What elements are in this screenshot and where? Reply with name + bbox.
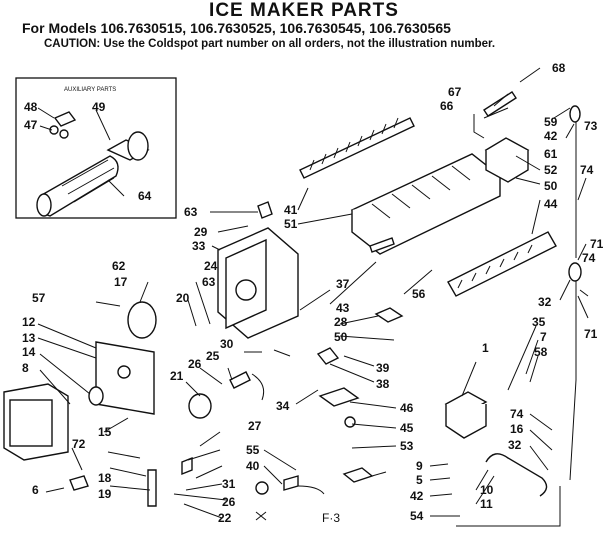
callout-55: 55 [246, 443, 260, 457]
callout-14: 14 [22, 345, 36, 359]
callout-18: 18 [98, 471, 112, 485]
page-title: ICE MAKER PARTS [209, 0, 399, 21]
callout-27: 27 [248, 419, 262, 433]
callout-71: 71 [590, 237, 604, 251]
callout-59: 59 [544, 115, 558, 129]
callout-42: 42 [410, 489, 424, 503]
callout-50b: 50 [544, 179, 558, 193]
callout-29: 29 [194, 225, 208, 239]
callout-5: 5 [416, 473, 423, 487]
callout-26b: 26 [222, 495, 236, 509]
callout-15: 15 [98, 425, 112, 439]
callout-73: 73 [584, 119, 598, 133]
inset-label: AUXILIARY PARTS [64, 87, 116, 93]
callout-54: 54 [410, 509, 424, 523]
callout-21: 21 [170, 369, 184, 383]
models-line: For Models 106.7630515, 106.7630525, 106… [22, 20, 451, 36]
callout-74c: 74 [582, 251, 596, 265]
callout-24: 24 [204, 259, 218, 273]
callout-47: 47 [24, 118, 38, 132]
callout-9: 9 [416, 459, 423, 473]
callout-35: 35 [532, 315, 546, 329]
callout-45: 45 [400, 421, 414, 435]
callout-43: 43 [336, 301, 350, 315]
callout-11: 11 [480, 497, 493, 511]
callout-74: 74 [510, 407, 524, 421]
callout-26: 26 [188, 357, 202, 371]
callout-52: 52 [544, 163, 558, 177]
callout-42b: 42 [544, 129, 558, 143]
callout-32b: 32 [538, 295, 552, 309]
callout-30: 30 [220, 337, 234, 351]
callout-12: 12 [22, 315, 36, 329]
callout-1: 1 [482, 341, 489, 355]
callout-32: 32 [508, 438, 522, 452]
callout-57: 57 [32, 291, 46, 305]
callout-33: 33 [192, 239, 206, 253]
callout-66: 66 [440, 99, 454, 113]
callout-72: 72 [72, 437, 86, 451]
callout-20: 20 [176, 291, 190, 305]
callout-41: 41 [284, 203, 298, 217]
callout-6: 6 [32, 483, 39, 497]
callout-17: 17 [114, 275, 128, 289]
water-valve-assembly [444, 91, 582, 527]
callout-38: 38 [376, 377, 390, 391]
callout-44: 44 [544, 197, 558, 211]
callout-61: 61 [544, 147, 558, 161]
callout-31: 31 [222, 477, 236, 491]
callout-62: 62 [112, 259, 126, 273]
callout-22: 22 [218, 511, 232, 525]
callout-37: 37 [336, 277, 350, 291]
callout-53: 53 [400, 439, 414, 453]
callout-63b: 63 [202, 275, 216, 289]
callout-51: 51 [284, 217, 298, 231]
callout-63: 63 [184, 205, 198, 219]
callout-56: 56 [412, 287, 426, 301]
callout-58: 58 [534, 345, 548, 359]
callout-25: 25 [206, 349, 220, 363]
callout-68: 68 [552, 61, 566, 75]
caution-note: CAUTION: Use the Coldspot part number on… [44, 38, 496, 50]
callout-34: 34 [276, 399, 290, 413]
callout-39: 39 [376, 361, 390, 375]
callout-13: 13 [22, 331, 36, 345]
callout-74b: 74 [580, 163, 594, 177]
callout-64: 64 [138, 189, 152, 203]
callout-67: 67 [448, 85, 462, 99]
callout-leaders [37, 67, 589, 519]
callout-48: 48 [24, 100, 38, 114]
callout-19: 19 [98, 487, 112, 501]
callout-40: 40 [246, 459, 260, 473]
callout-numbers: 48 49 47 64 63 29 41 51 33 24 62 17 20 6… [22, 61, 604, 525]
figure-label: F·3 [322, 511, 340, 525]
callout-49: 49 [92, 100, 106, 114]
auxiliary-parts-inset: AUXILIARY PARTS [15, 77, 177, 219]
callout-71b: 71 [584, 327, 598, 341]
callout-28: 28 [334, 315, 348, 329]
callout-46: 46 [400, 401, 414, 415]
callout-10: 10 [480, 483, 494, 497]
control-housing [3, 227, 299, 461]
callout-50: 50 [334, 330, 348, 344]
callout-16: 16 [510, 422, 524, 436]
callout-8: 8 [22, 361, 29, 375]
callout-7: 7 [540, 330, 547, 344]
ice-mold-assembly [299, 117, 557, 297]
